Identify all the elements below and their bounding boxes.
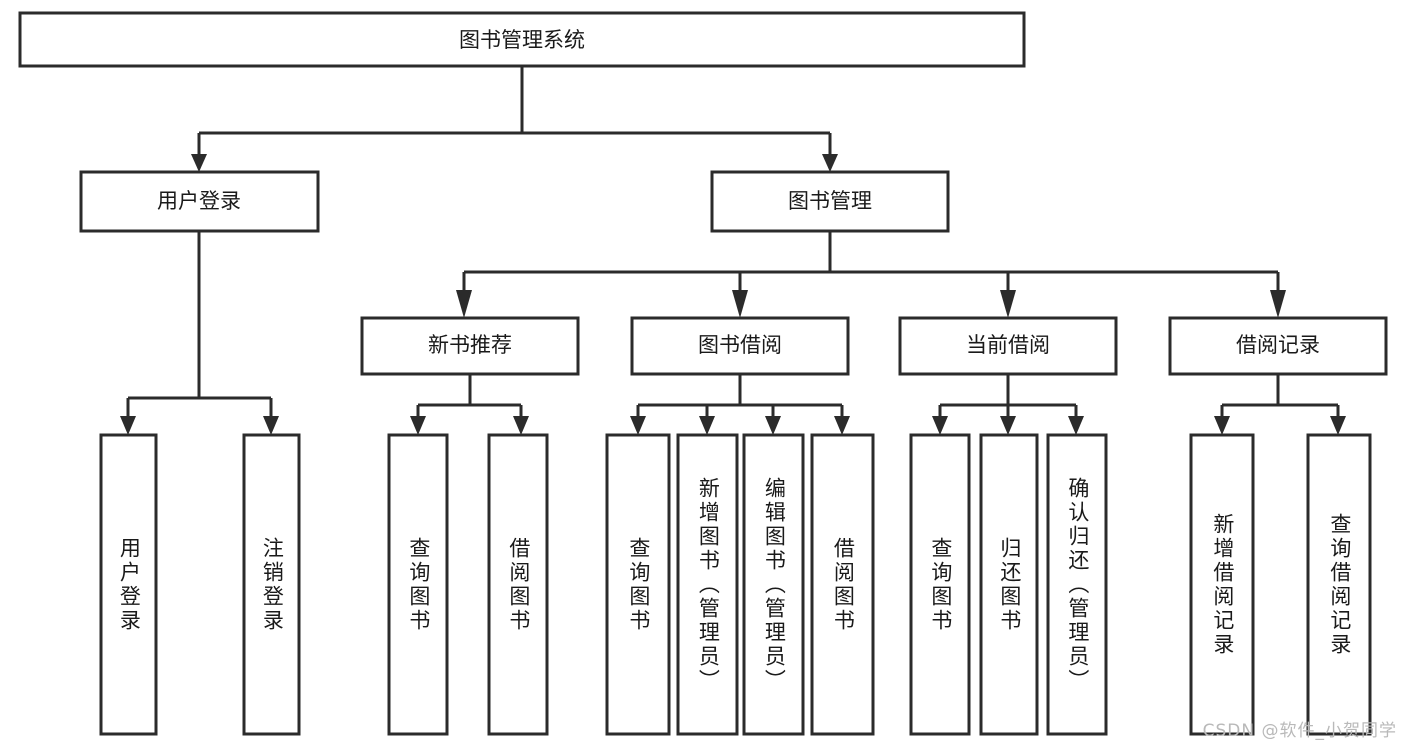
arrow-head-current-borrow	[1000, 290, 1016, 318]
node-user-login[interactable]	[79, 170, 320, 233]
node-book-management[interactable]	[710, 170, 950, 233]
node-book-borrow-label: 图书借阅	[698, 333, 782, 357]
node-borrow-record[interactable]	[1168, 316, 1388, 376]
arrow-head-leaf-user-login	[120, 416, 136, 435]
leaf-box-cb-return[interactable]	[979, 433, 1039, 736]
arrow-head-bb-leaf-3	[765, 416, 781, 435]
connectors	[120, 66, 1346, 435]
leaf-box-bb-query[interactable]	[605, 433, 671, 736]
leaf-box-cb-confirm[interactable]	[1046, 433, 1108, 736]
node-borrow-record-label: 借阅记录	[1236, 333, 1320, 357]
arrow-head-user-login	[191, 154, 207, 172]
leaf-box-user-login[interactable]	[99, 433, 158, 736]
node-book-management-label: 图书管理	[788, 189, 872, 213]
leaf-box-logout[interactable]	[242, 433, 301, 736]
leaf-box-bb-edit[interactable]	[742, 433, 805, 736]
node-new-book-recommend[interactable]	[360, 316, 580, 376]
arrow-head-new-book	[456, 290, 472, 318]
arrow-head-book-borrow	[732, 290, 748, 318]
arrow-head-cb-leaf-2	[1000, 416, 1016, 435]
arrow-head-borrow-record	[1270, 290, 1286, 318]
arrow-head-cb-leaf-3	[1068, 416, 1084, 435]
arrow-head-bb-leaf-1	[630, 416, 646, 435]
node-new-book-recommend-label: 新书推荐	[428, 333, 512, 357]
arrow-head-book-mgmt	[822, 154, 838, 172]
leaf-box-br-add[interactable]	[1189, 433, 1255, 736]
arrow-head-bb-leaf-2	[699, 416, 715, 435]
node-user-login-label: 用户登录	[157, 189, 241, 213]
node-current-borrow[interactable]	[898, 316, 1118, 376]
arrow-head-cb-leaf-1	[932, 416, 948, 435]
leaf-box-bb-add[interactable]	[676, 433, 739, 736]
leaf-box-nb-query[interactable]	[387, 433, 449, 736]
node-root[interactable]	[18, 11, 1026, 68]
arrow-head-br-leaf-1	[1214, 416, 1230, 435]
node-book-borrow[interactable]	[630, 316, 850, 376]
node-current-borrow-label: 当前借阅	[966, 333, 1050, 357]
watermark-text: CSDN @软件_小贺同学	[1202, 721, 1397, 741]
arrow-head-br-leaf-2	[1330, 416, 1346, 435]
nodes: 图书管理系统 用户登录 图书管理 新书推荐 图书借阅 当前借阅 借阅记录	[18, 11, 1388, 736]
leaf-box-cb-query[interactable]	[909, 433, 971, 736]
node-root-label: 图书管理系统	[459, 28, 585, 52]
leaf-box-bb-borrow[interactable]	[810, 433, 875, 736]
arrow-head-nb-leaf-1	[410, 416, 426, 435]
arrow-head-nb-leaf-2	[513, 416, 529, 435]
arrow-head-leaf-logout	[263, 416, 279, 435]
leaf-box-br-query[interactable]	[1306, 433, 1372, 736]
arrow-head-bb-leaf-4	[834, 416, 850, 435]
leaf-box-nb-borrow[interactable]	[487, 433, 549, 736]
